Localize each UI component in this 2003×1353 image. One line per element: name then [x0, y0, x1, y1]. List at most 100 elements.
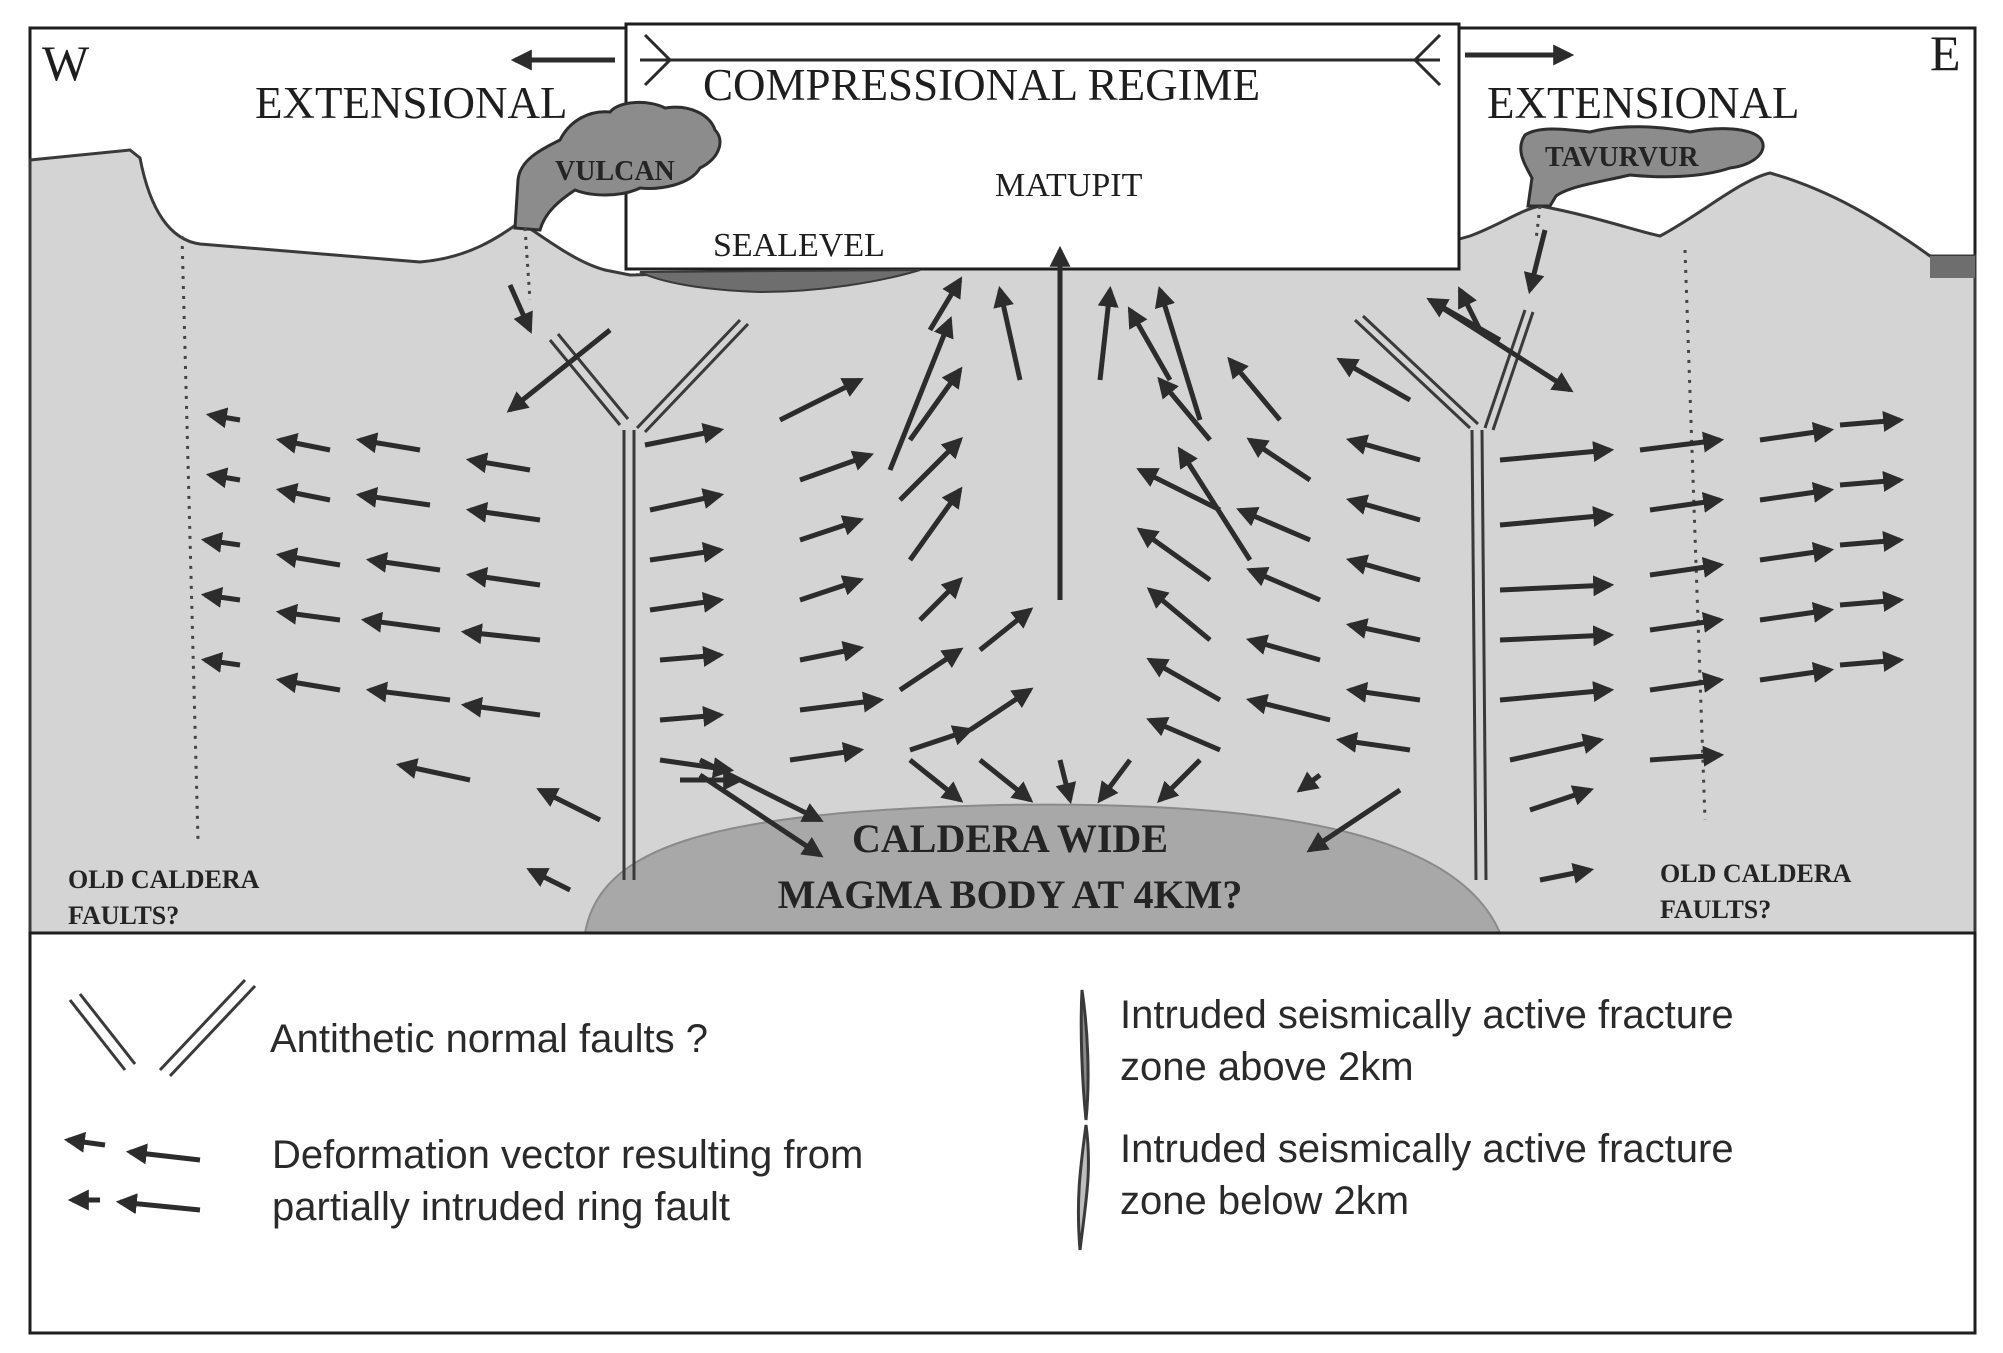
- deformation-vector-arrow: [1136, 467, 1222, 513]
- deformation-vector-arrow: [1539, 862, 1595, 884]
- deformation-vector-arrow: [644, 422, 725, 448]
- deformation-vector-arrow: [1146, 716, 1221, 753]
- deformation-vector-arrow: [1097, 285, 1119, 381]
- deformation-vector-arrow: [1509, 733, 1605, 763]
- deformation-vector-arrow: [200, 586, 241, 608]
- tavurvur-feeder-line: [1534, 205, 1542, 241]
- deformation-vector-arrow: [799, 575, 864, 603]
- legend-fracture-below-line2: zone below 2km: [1120, 1179, 1409, 1223]
- legend-fracture-above-symbol: [1079, 989, 1090, 1121]
- deformation-vector-arrow: [968, 687, 1034, 733]
- deformation-vector-arrow: [1426, 297, 1502, 343]
- legend-fracture-below-symbol: [1076, 1124, 1090, 1251]
- compression-bracket: [640, 33, 1442, 87]
- deformation-vector-arrow: [1245, 693, 1331, 723]
- deformation-vector-arrow: [507, 283, 533, 334]
- old-faults-right-line2: FAULTS?: [1660, 895, 1771, 924]
- deformation-vector-arrow: [205, 467, 241, 489]
- deformation-vector-arrow: [1246, 566, 1321, 603]
- deformation-vector-arrow: [1839, 590, 1905, 612]
- deformation-vector-arrow: [200, 531, 241, 553]
- deformation-vector-arrow: [1639, 431, 1725, 453]
- deformation-vector-arrow: [898, 437, 963, 502]
- deformation-vector-arrow: [907, 366, 963, 442]
- tavurvur-volcano-cloud: [1519, 125, 1765, 208]
- deformation-vector-arrow: [465, 501, 541, 523]
- deformation-vector-arrow: [1649, 671, 1725, 693]
- deformation-vector-arrow: [1177, 446, 1253, 562]
- deformation-vector-arrow: [1097, 758, 1132, 804]
- extensional-left-label: EXTENSIONAL: [255, 78, 567, 128]
- deformation-vector-arrow: [536, 787, 602, 823]
- deformation-vector-arrow: [1759, 481, 1835, 503]
- sea-area: [639, 269, 921, 294]
- deformation-vector-arrow: [1839, 650, 1905, 672]
- deformation-vector-arrow: [1649, 556, 1725, 578]
- deformation-vector-arrow: [649, 488, 725, 513]
- magma-label-line1: CALDERA WIDE: [852, 816, 1168, 861]
- old-faults-left-line2: FAULTS?: [68, 901, 179, 930]
- legend-box: [28, 931, 1977, 1335]
- ring-fault-right: [1470, 429, 1488, 881]
- deformation-vector-arrow: [1529, 785, 1594, 813]
- deformation-vector-arrow: [1306, 787, 1402, 853]
- west-label: W: [42, 35, 90, 91]
- deformation-vector-arrow: [1335, 731, 1411, 753]
- deformation-vector-arrow: [1499, 506, 1615, 528]
- deformation-vector-arrow: [1245, 634, 1321, 663]
- deformation-vector-arrow: [1499, 625, 1615, 647]
- deformation-vector-arrow: [1759, 661, 1835, 683]
- magma-label-line2: MAGMA BODY AT 4KM?: [778, 872, 1243, 917]
- deformation-vector-arrow: [465, 566, 541, 588]
- deformation-vector-arrow: [659, 705, 725, 727]
- deformation-vector-arrow: [275, 482, 331, 504]
- deformation-vector-arrow: [275, 432, 331, 454]
- deformation-vector-arrow: [1336, 357, 1412, 403]
- deformation-vector-arrow: [978, 607, 1034, 652]
- legend-antithetic-text: Antithetic normal faults ?: [270, 1017, 708, 1061]
- deformation-vector-arrow: [698, 772, 824, 858]
- legend-fracture-above-line1: Intruded seismically active fracture: [1120, 993, 1734, 1037]
- deformation-vector-arrow: [1246, 437, 1312, 483]
- deformation-vector-arrow: [395, 758, 471, 783]
- deformation-vector-arrow: [465, 452, 531, 474]
- deformation-vector-arrow: [659, 645, 725, 667]
- deformation-vector-arrow: [918, 577, 963, 622]
- right-edge-strip: [1930, 256, 1975, 278]
- deformation-vector-arrow: [993, 285, 1023, 381]
- antithetic-faults-right: [1353, 309, 1535, 431]
- old-faults-right-line1: OLD CALDERA: [1660, 859, 1852, 888]
- deformation-vector-arrow: [1345, 554, 1421, 583]
- deformation-vector-arrow: [360, 611, 441, 633]
- deformation-vector-arrow: [1157, 376, 1212, 442]
- deformation-vector-arrow: [1523, 229, 1548, 295]
- deformation-vector-arrow: [1236, 506, 1311, 543]
- deformation-vector-arrow: [887, 316, 954, 471]
- ring-fault-left: [622, 430, 636, 880]
- deformation-vector-arrow: [355, 432, 421, 454]
- deformation-vector-arrow: [1157, 758, 1202, 803]
- deformation-vector-arrow: [1649, 491, 1725, 513]
- deformation-vector-arrow: [1839, 470, 1905, 492]
- deformation-vector-arrow: [1499, 575, 1615, 597]
- deformation-vector-arrow: [908, 758, 964, 803]
- deformation-vector-arrow: [1345, 618, 1421, 643]
- deformation-vector-arrow: [200, 651, 241, 673]
- deformation-vector-arrow: [506, 328, 612, 413]
- legend-fracture-below-line1: Intruded seismically active fracture: [1120, 1127, 1734, 1171]
- deformation-vector-arrow: [978, 758, 1034, 803]
- deformation-vector-arrow: [275, 672, 341, 694]
- vulcan-volcano-cloud: [513, 101, 722, 232]
- deformation-vector-arrow: [1345, 494, 1421, 523]
- legend-fracture-above-line2: zone above 2km: [1120, 1045, 1414, 1089]
- deformation-vector-arrow: [1055, 759, 1077, 805]
- deformation-vector-arrow: [907, 486, 963, 562]
- deformation-vector-arrow: [799, 515, 864, 543]
- deformation-vector-arrow: [205, 407, 241, 429]
- legend-antithetic-symbol: [68, 978, 257, 1078]
- legend-deformation-text-line2: partially intruded ring fault: [272, 1185, 730, 1229]
- deformation-vector-arrow: [275, 547, 341, 569]
- deformation-vector-arrow: [799, 450, 874, 483]
- deformation-vector-arrow: [1146, 657, 1222, 703]
